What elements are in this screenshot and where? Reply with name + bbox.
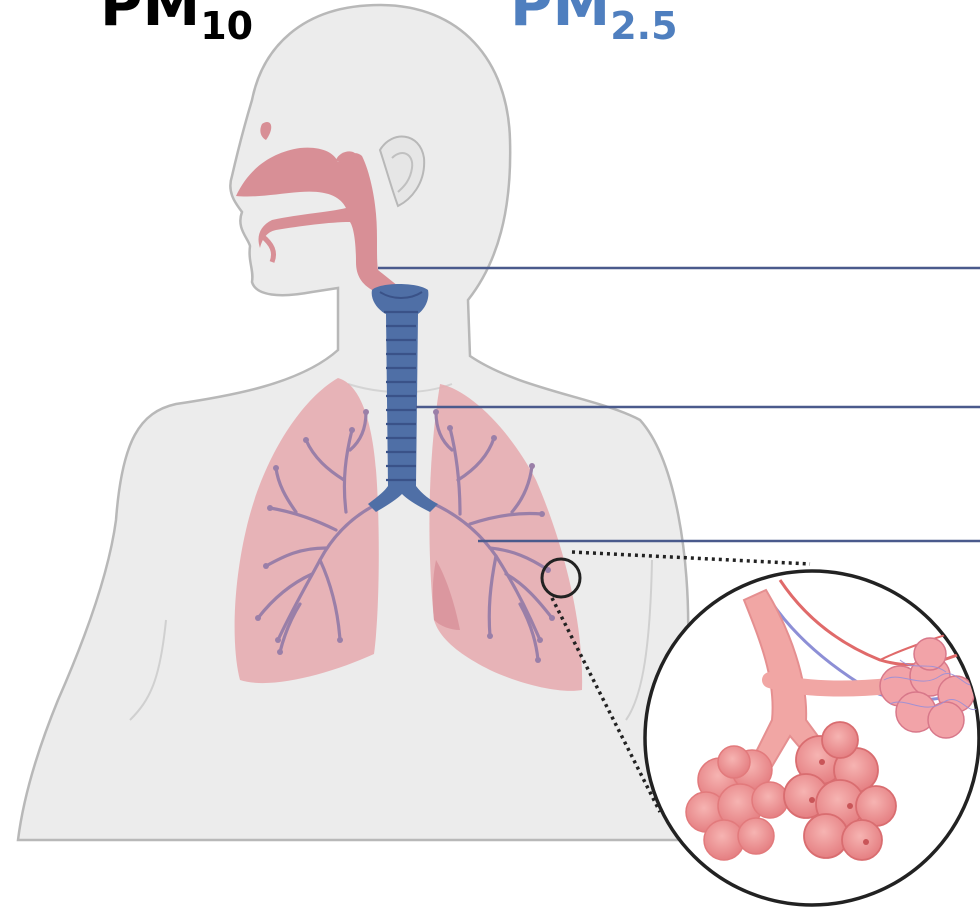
- respiratory-diagram: PM10 PM2.5: [0, 0, 980, 914]
- anatomy-illustration: [0, 0, 980, 914]
